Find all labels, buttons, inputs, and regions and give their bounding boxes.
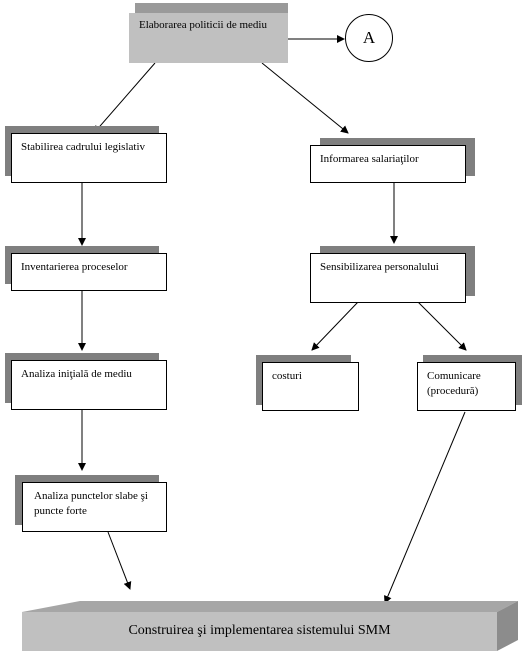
sensitize-box: Sensibilizarea personalului <box>310 253 466 303</box>
legal-box: Stabilirea cadrului legislativ <box>11 133 167 183</box>
arrow-communication-to-bottom <box>384 411 466 604</box>
sensitize-label: Sensibilizarea personalului <box>320 261 439 273</box>
connector-label: A <box>362 28 376 47</box>
arrow-sensitize-to-costs <box>311 301 359 351</box>
inventory-label: Inventarierea proceselor <box>21 261 128 273</box>
communication-label: Comunicare (procedură) <box>427 370 481 397</box>
top-box-shadow <box>135 3 288 13</box>
communication-box: Comunicare (procedură) <box>417 362 516 411</box>
top-box: Elaborarea politicii de mediu <box>129 13 288 63</box>
bottom-label: Construirea şi implementarea sistemului … <box>128 623 391 638</box>
bottom-slab-front <box>22 612 497 651</box>
swot-label: Analiza punctelor slabe şi puncte forte <box>34 490 148 517</box>
inform-box: Informarea salariaţilor <box>310 145 466 183</box>
bottom-box: Construirea şi implementarea sistemului … <box>22 623 497 639</box>
arrow-top-to-legal <box>93 62 156 134</box>
arrow-sensitize-to-communication <box>417 301 467 351</box>
arrow-top-to-inform <box>261 62 349 134</box>
inventory-box: Inventarierea proceselor <box>11 253 167 291</box>
costs-label: costuri <box>272 370 302 382</box>
inform-label: Informarea salariaţilor <box>320 153 419 165</box>
swot-box: Analiza punctelor slabe şi puncte forte <box>22 482 167 532</box>
bottom-slab-side <box>497 601 518 651</box>
initial-analysis-box: Analiza iniţială de mediu <box>11 360 167 410</box>
initial-analysis-label: Analiza iniţială de mediu <box>21 368 132 380</box>
arrow-swot-to-bottom <box>107 531 132 590</box>
connector-circle: A <box>345 14 393 62</box>
top-box-label: Elaborarea politicii de mediu <box>139 19 267 31</box>
costs-box: costuri <box>262 362 359 411</box>
bottom-slab-top <box>22 601 518 612</box>
legal-label: Stabilirea cadrului legislativ <box>21 141 146 153</box>
